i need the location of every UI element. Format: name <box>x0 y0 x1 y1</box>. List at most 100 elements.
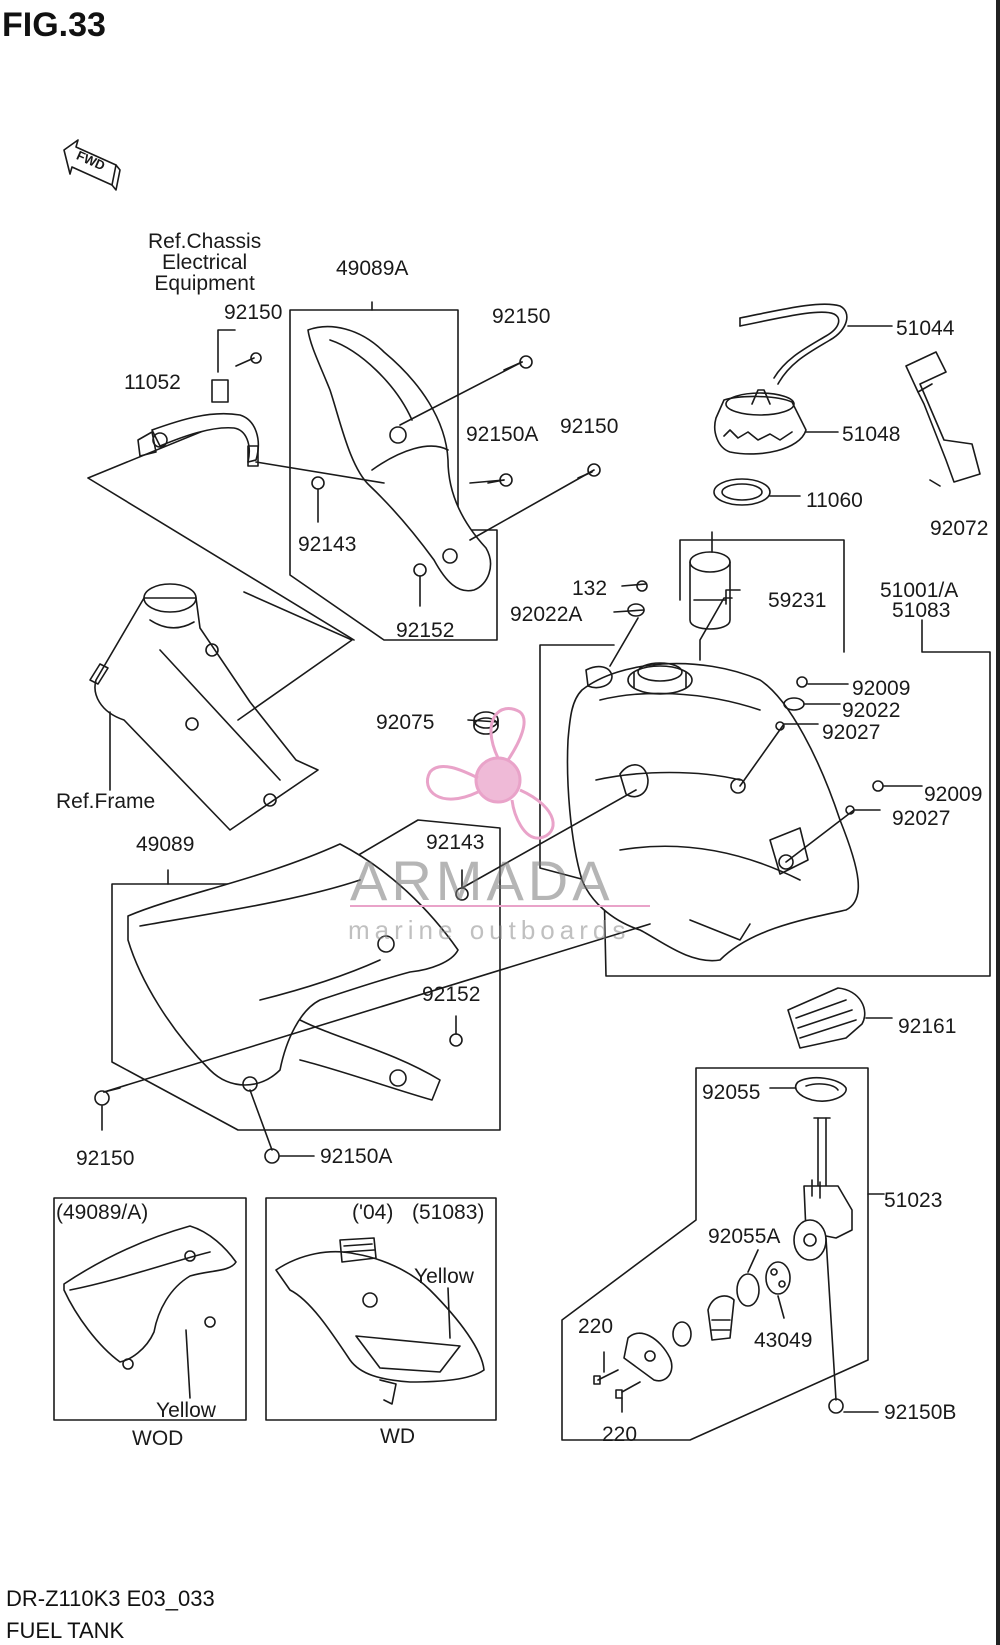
inset-wd-frame <box>265 1197 497 1421</box>
filler-neck-59231-part <box>689 551 741 630</box>
part-label-92150[interactable]: 92150 <box>492 305 551 328</box>
inset-wd-color-note: Yellow <box>414 1265 474 1288</box>
gasket-11060-part <box>713 478 771 506</box>
section-name: FUEL TANK <box>6 1618 125 1643</box>
gasket-11060-inner <box>721 483 763 501</box>
fwd-arrow-icon <box>63 139 121 191</box>
part-label-220[interactable]: 220 <box>602 1423 638 1446</box>
part-label-92161[interactable]: 92161 <box>898 1015 957 1038</box>
frame-part <box>89 583 353 831</box>
washer-92152-part <box>413 563 427 577</box>
model-code: DR-Z110K3 E03_033 <box>6 1586 215 1611</box>
leader-lines <box>255 361 595 607</box>
screw-92009-part <box>872 780 884 792</box>
cover-plate-part <box>623 1332 673 1382</box>
screw-220-part <box>593 1369 619 1385</box>
part-label-59231[interactable]: 59231 <box>768 589 827 612</box>
clip-part <box>211 379 229 403</box>
shroud-49089A-part <box>307 325 492 592</box>
part-label-92150B[interactable]: 92150B <box>884 1401 957 1424</box>
inset-wd-tank-part <box>275 1237 485 1405</box>
leader-lines <box>467 325 941 863</box>
part-label-11060[interactable]: 11060 <box>806 489 863 512</box>
shroud-49089-part <box>127 843 459 1101</box>
part-label-49089A[interactable]: 49089A <box>336 257 409 280</box>
filter-43049-part <box>765 1261 791 1295</box>
watermark-tagline: marine outboards <box>348 915 631 945</box>
fuel-cap-51048-part <box>714 389 807 455</box>
part-label-92150A[interactable]: 92150A <box>466 423 539 446</box>
part-label-92152[interactable]: 92152 <box>422 983 481 1006</box>
part-label-92150A[interactable]: 92150A <box>320 1145 393 1168</box>
o-ring-part <box>672 1321 692 1347</box>
part-label-51044[interactable]: 51044 <box>896 317 955 340</box>
chassis-ref-leader <box>217 329 236 373</box>
breather-hose-51044-part <box>739 303 848 385</box>
part-label-132[interactable]: 132 <box>572 577 608 600</box>
screw-220-part <box>615 1381 641 1399</box>
shroud-49089A-callout-box <box>289 301 498 641</box>
part-label-92150[interactable]: 92150 <box>224 301 283 324</box>
page-edge <box>996 0 1000 1645</box>
fuel-cock-51023-callout-box <box>561 1067 885 1441</box>
inset-wd-ref: (51083) <box>412 1201 485 1224</box>
strap-92072-part <box>905 351 981 483</box>
inset-wd-caption: WD <box>380 1425 415 1448</box>
part-label-92143[interactable]: 92143 <box>298 533 357 556</box>
part-label-43049[interactable]: 43049 <box>754 1329 813 1352</box>
part-label-51023[interactable]: 51023 <box>884 1189 943 1212</box>
ref-frame-label: Ref.Frame <box>56 790 156 813</box>
bolt-132-part <box>636 580 648 592</box>
part-label-51083[interactable]: 51083 <box>892 599 951 622</box>
part-label-92150[interactable]: 92150 <box>560 415 619 438</box>
part-label-92027[interactable]: 92027 <box>892 807 951 830</box>
part-label-92143[interactable]: 92143 <box>426 831 485 854</box>
leader-lines <box>101 789 651 1157</box>
screw-92150-part <box>503 355 533 371</box>
part-label-51001A[interactable]: 51001/A <box>880 579 959 602</box>
part-label-92055A[interactable]: 92055A <box>708 1225 781 1248</box>
shroud-projection-line <box>87 419 355 641</box>
inset-wod-shroud-part <box>63 1225 237 1399</box>
watermark-brand: ARMADA <box>350 849 614 912</box>
o-ring-92055A-part <box>736 1273 760 1307</box>
inset-wod-ref: (49089/A) <box>56 1201 149 1224</box>
watermark-propeller-icon <box>426 707 555 840</box>
part-label-92009[interactable]: 92009 <box>852 677 911 700</box>
part-label-11052[interactable]: 11052 <box>124 371 181 394</box>
inset-wod-color-note: Yellow <box>156 1399 216 1422</box>
gasket-92055-part <box>769 1076 847 1102</box>
washer-92152-part <box>449 1033 463 1047</box>
rubber-92161-part <box>787 987 893 1049</box>
fuel-cock-51023-part <box>793 1117 853 1401</box>
washer-92022-part <box>783 697 805 711</box>
part-label-92022A[interactable]: 92022A <box>510 603 583 626</box>
washer-92143-part <box>311 476 325 490</box>
part-label-92152[interactable]: 92152 <box>396 619 455 642</box>
part-label-92009[interactable]: 92009 <box>924 783 983 806</box>
inset-wd-year: ('04) <box>352 1201 394 1224</box>
figure-title: FIG.33 <box>2 6 106 44</box>
part-label-92072[interactable]: 92072 <box>930 517 989 540</box>
part-label-51048[interactable]: 51048 <box>842 423 901 446</box>
part-label-49089[interactable]: 49089 <box>136 833 195 856</box>
screw-92150B-part <box>828 1398 879 1414</box>
inset-wod-frame <box>53 1197 247 1421</box>
part-label-220[interactable]: 220 <box>578 1315 614 1338</box>
lever-part <box>707 1295 735 1341</box>
ref-chassis-electrical-label: Ref.Chassis Electrical Equipment <box>148 230 262 295</box>
tank-51001-callout-box <box>539 539 991 977</box>
screw-92150A-part <box>264 1148 280 1164</box>
bracket-11052-part <box>137 412 260 467</box>
screw-92150-part <box>577 463 601 479</box>
part-label-92075[interactable]: 92075 <box>376 711 435 734</box>
fuel-tank-part <box>566 662 860 962</box>
part-label-92055[interactable]: 92055 <box>702 1081 761 1104</box>
inset-wod-caption: WOD <box>132 1427 184 1450</box>
screw-92009-part <box>796 676 808 688</box>
part-label-92150[interactable]: 92150 <box>76 1147 135 1170</box>
screw-92150-part <box>235 352 262 367</box>
part-label-92027[interactable]: 92027 <box>822 721 881 744</box>
part-label-92022[interactable]: 92022 <box>842 699 901 722</box>
